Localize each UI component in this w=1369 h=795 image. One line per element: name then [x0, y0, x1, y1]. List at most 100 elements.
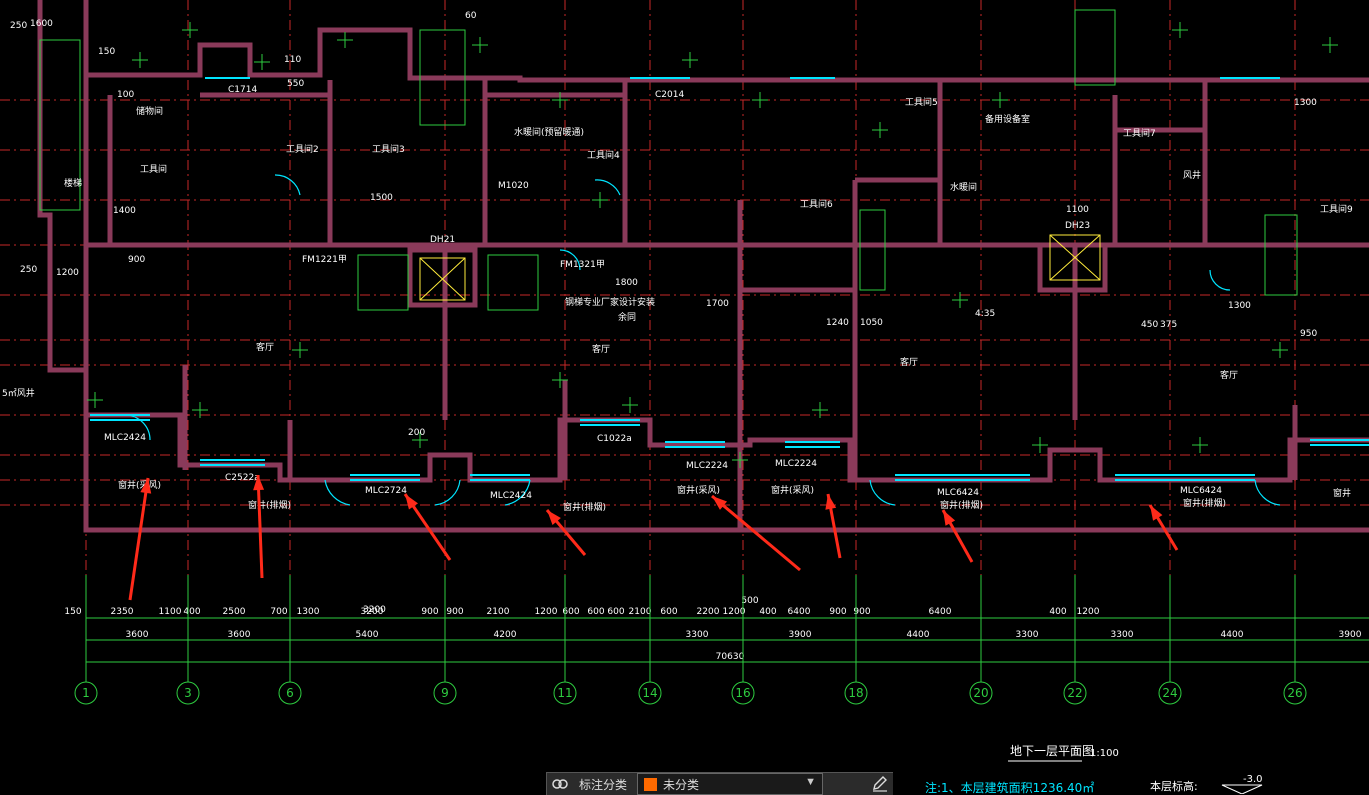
- axis-bubble: [176, 681, 200, 705]
- dimension-label: 2350: [111, 607, 134, 617]
- arrowhead-icon: [712, 496, 728, 510]
- dimension-chains: [85, 575, 1369, 680]
- dimension-label: 1200: [1077, 607, 1100, 617]
- axis-bubble: [844, 681, 868, 705]
- door-swings: [124, 174, 1281, 506]
- level-label: 本层标高:: [1150, 779, 1198, 793]
- arrowhead-icon: [943, 510, 956, 526]
- axis-label: 22: [1067, 686, 1082, 700]
- dimension-label: 3600: [228, 630, 251, 640]
- dim-label: 4:35: [975, 309, 995, 319]
- exterior-walls: [37, 0, 1369, 533]
- axis-bubble: [433, 681, 457, 705]
- annotation-text: 5㎡风井: [2, 387, 35, 399]
- dim-label: 250: [20, 265, 37, 275]
- dim-label: 110: [284, 55, 301, 65]
- axis-label: 3: [184, 686, 192, 700]
- dimension-label: 6400: [929, 607, 952, 617]
- dimension-label: 5400: [356, 630, 379, 640]
- room-label: 备用设备室: [985, 113, 1030, 125]
- window-tag: MLC2424: [490, 491, 532, 501]
- dim-label: 1400: [113, 206, 136, 216]
- room-label: 工具间9: [1320, 203, 1353, 215]
- annotation-text: 钢梯专业厂家设计安装: [565, 296, 655, 308]
- dimension-label: 4400: [907, 630, 930, 640]
- dim-label: 250: [10, 21, 27, 31]
- dimension-label: 3900: [1339, 630, 1362, 640]
- dimension-label: 400: [183, 607, 200, 617]
- dimension-label: 400: [759, 607, 776, 617]
- window-tag: MLC2224: [686, 461, 728, 471]
- annotation-arrows: [128, 474, 1179, 601]
- dimension-label: 900: [446, 607, 463, 617]
- annotation-arrow: [128, 477, 150, 601]
- annotation-arrow: [711, 494, 801, 572]
- dim-label: 1700: [706, 299, 729, 309]
- drawing-title: 地下一层平面图: [1010, 744, 1094, 758]
- room-label: 楼梯: [64, 177, 82, 189]
- room-label: 工具间5: [905, 96, 938, 108]
- axis-label: 18: [848, 686, 863, 700]
- room-label: FM1321甲: [560, 259, 605, 270]
- dim-label: 1050: [860, 318, 883, 328]
- dimension-label: 600: [660, 607, 677, 617]
- window-tag: C1022a: [597, 434, 632, 444]
- room-label: 工具间3: [372, 143, 405, 155]
- axis-label: 6: [286, 686, 294, 700]
- misc-dimension-labels: 250 1600 60 150 110 550 100 1300 250 320…: [10, 11, 1317, 615]
- dim-label: 1240: [826, 318, 849, 328]
- dimension-label: 600: [587, 607, 604, 617]
- dimension-label: 2200: [697, 607, 720, 617]
- axis-bubble: [74, 681, 98, 705]
- living-room-label: 客厅: [1220, 369, 1238, 381]
- dimension-label: 3200: [361, 607, 384, 617]
- link-icon[interactable]: [547, 773, 573, 795]
- room-label: C2014: [655, 90, 684, 100]
- axis-label: 14: [642, 686, 657, 700]
- dimension-label: 4400: [1221, 630, 1244, 640]
- dimension-label: 3300: [1111, 630, 1134, 640]
- edit-icon: [873, 776, 887, 792]
- room-label: 水暖间(预留暖通): [514, 126, 584, 138]
- living-room-label: 客厅: [900, 356, 918, 368]
- dim-label: 950: [1300, 329, 1317, 339]
- room-label: 储物间: [136, 105, 163, 117]
- axis-bubble: [278, 681, 302, 705]
- dim-label: 900: [128, 255, 145, 265]
- dimension-total: 70630: [716, 652, 745, 662]
- category-dropdown[interactable]: 未分类 ▼: [637, 773, 824, 795]
- edit-category-button[interactable]: [867, 773, 893, 795]
- dim-label: 60: [465, 11, 477, 21]
- dim-label: 375: [1160, 320, 1177, 330]
- dimension-label: 2100: [487, 607, 510, 617]
- dimension-label: 2500: [223, 607, 246, 617]
- axis-label: 24: [1162, 686, 1177, 700]
- room-label: DH21: [430, 235, 455, 245]
- light-well-label: 窗井(采风): [118, 479, 161, 491]
- room-labels: 客厅 客厅 客厅 客厅 窗井(采风) 窗井(排烟) 窗井(排烟) 窗井(采风) …: [2, 85, 1353, 513]
- arrowhead-icon: [825, 494, 837, 510]
- room-label: 工具间4: [587, 149, 620, 161]
- light-well-label: 窗井(排烟): [248, 499, 291, 511]
- dim-label: 1200: [56, 268, 79, 278]
- dimension-label: 3300: [1016, 630, 1039, 640]
- room-label: FM1221甲: [302, 254, 347, 265]
- window-tag: MLC2724: [365, 486, 407, 496]
- dim-label: 1800: [615, 278, 638, 288]
- dimension-500: 500: [741, 596, 758, 606]
- dimension-ticks: [87, 22, 1338, 468]
- light-well-label: 窗井: [1333, 487, 1351, 499]
- room-label: 水暖间: [950, 181, 977, 193]
- dim-label: 100: [117, 90, 134, 100]
- dimension-label: 1100: [159, 607, 182, 617]
- annotation-toolbar: 标注分类 未分类 ▼: [546, 772, 893, 795]
- annotation-category-label: 标注分类: [579, 777, 628, 792]
- dimension-label: 150: [64, 607, 81, 617]
- room-label: C1714: [228, 85, 257, 95]
- axis-bubble: [969, 681, 993, 705]
- dimension-label: 3900: [789, 630, 812, 640]
- light-well-label: 窗井(排烟): [940, 499, 983, 511]
